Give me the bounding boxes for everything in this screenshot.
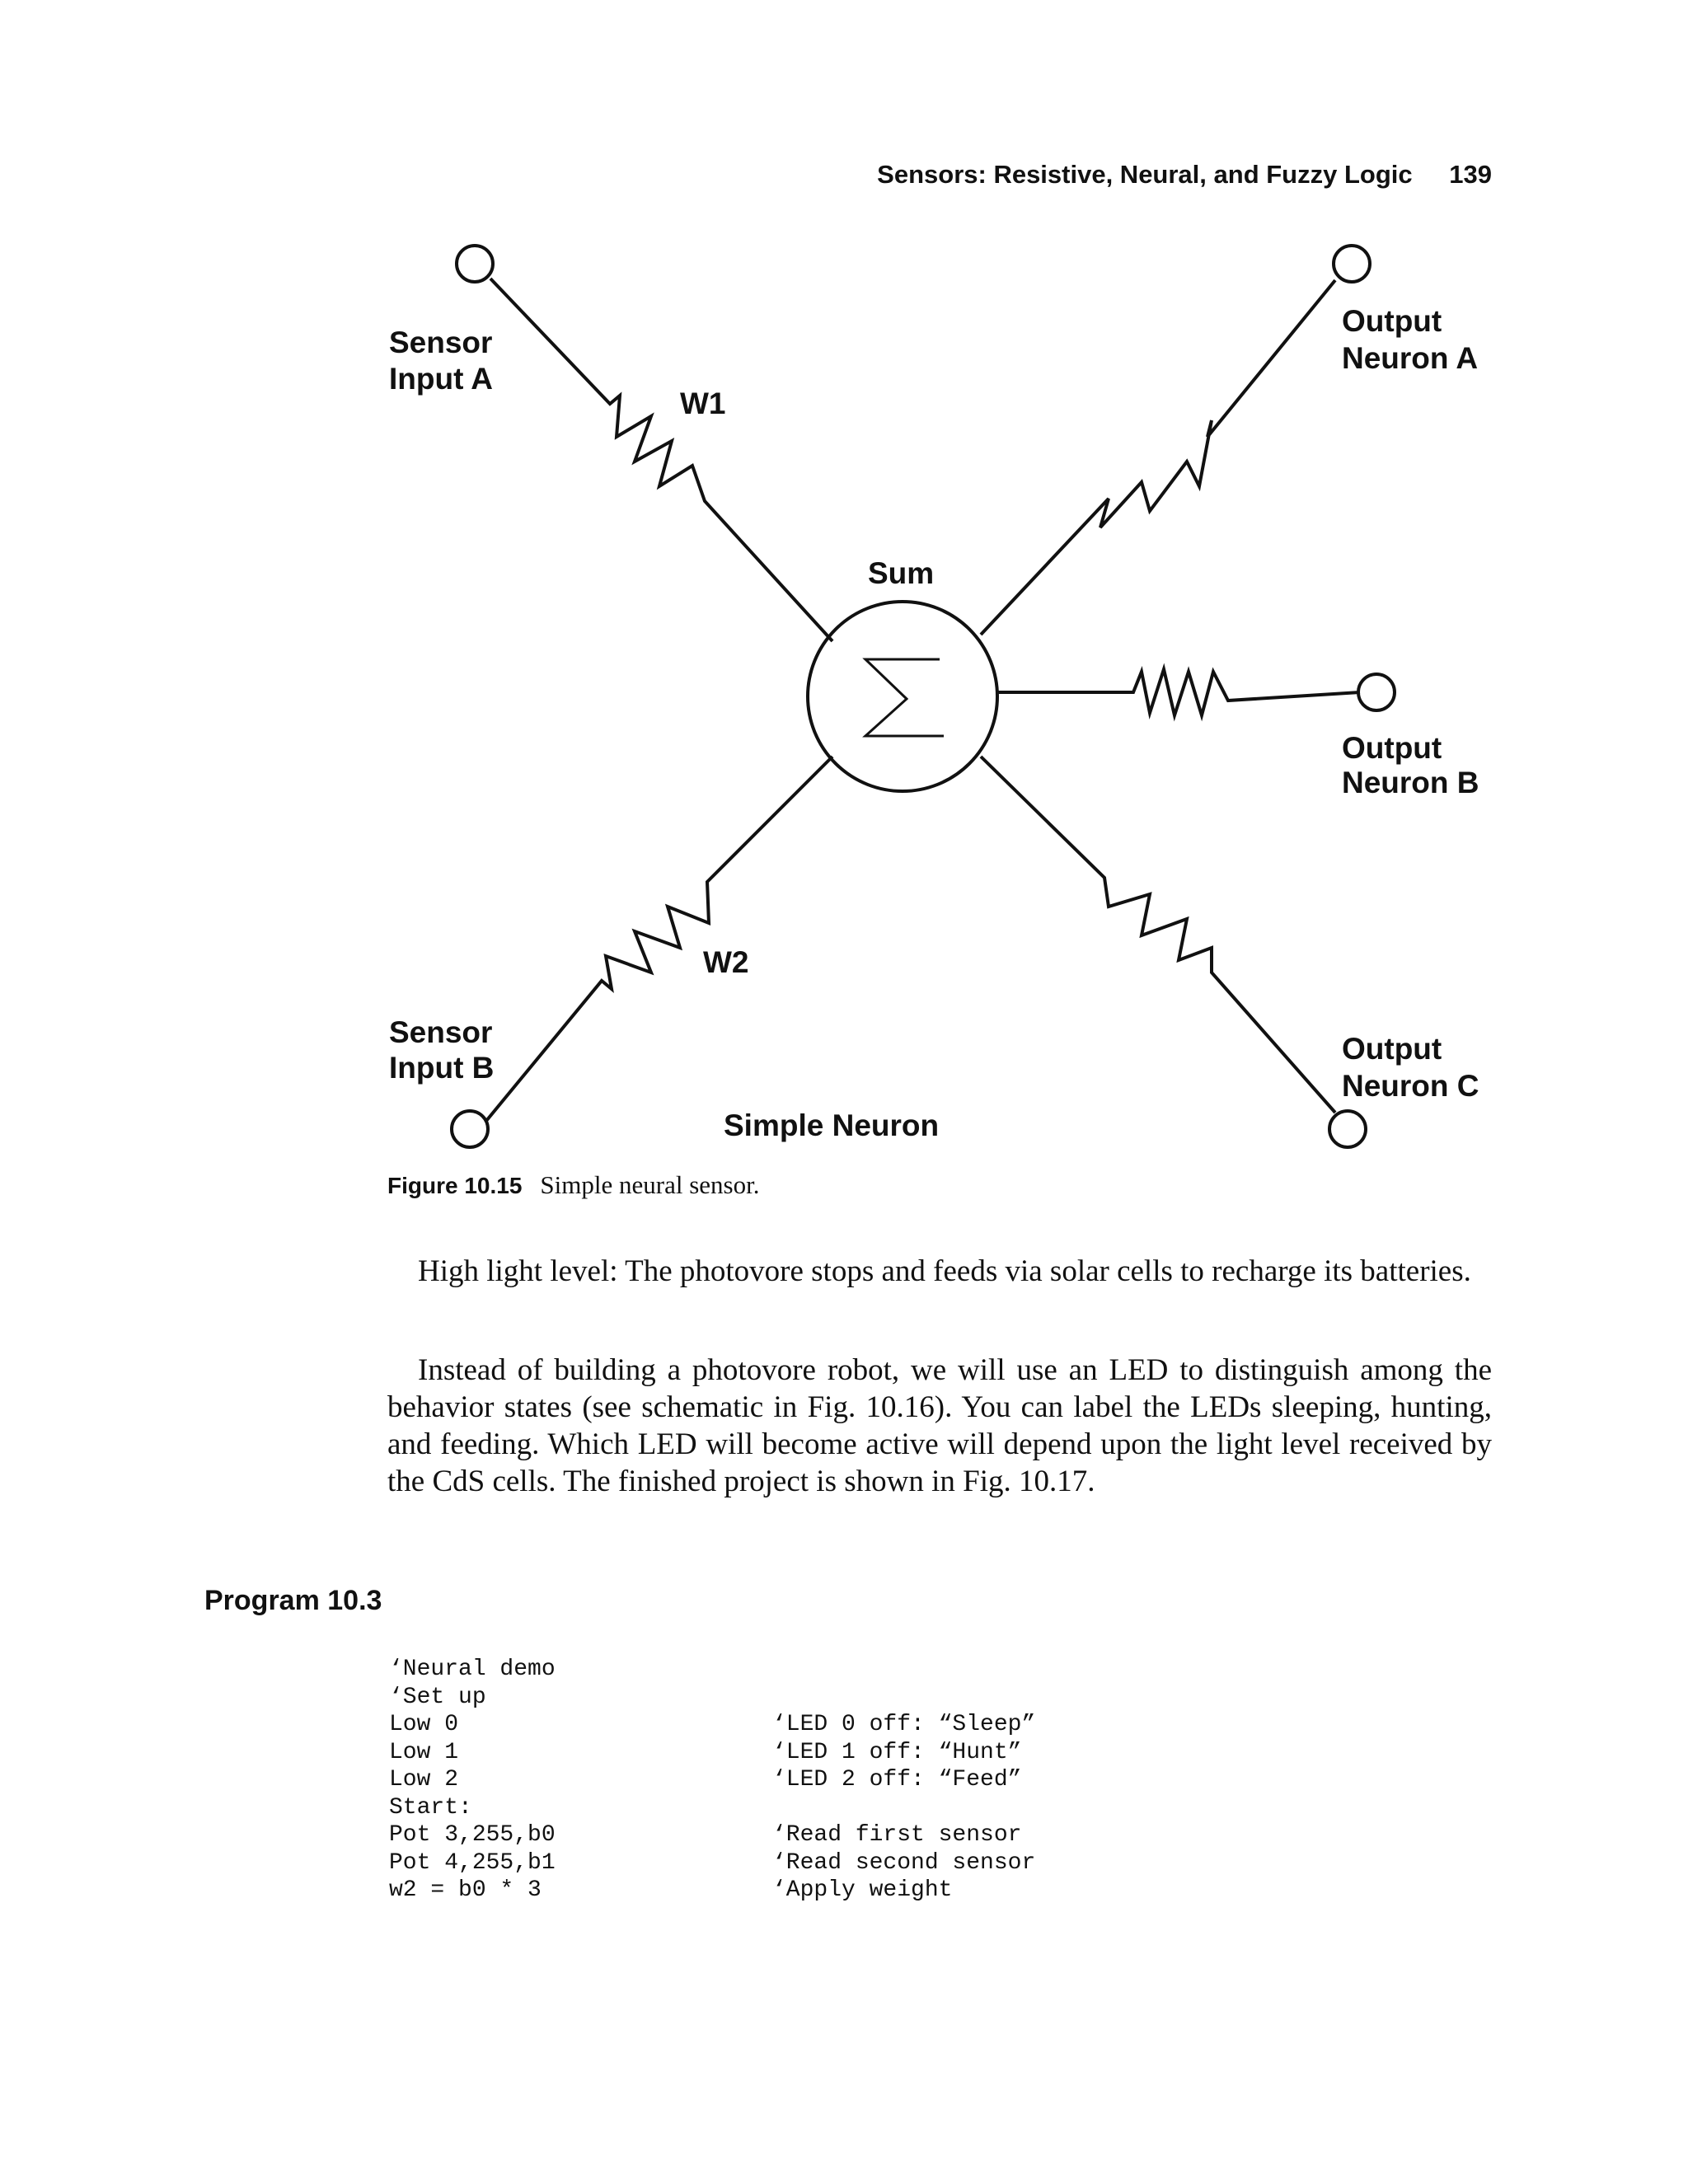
output-c-terminal <box>1328 1109 1367 1149</box>
w2-resistor <box>485 755 834 1122</box>
code-text: Pot 4,255,b1 <box>389 1849 556 1876</box>
sensor-b-terminal <box>450 1109 490 1149</box>
program-label: Program 10.3 <box>204 1585 382 1616</box>
output-b-terminal <box>1357 673 1396 712</box>
code-line: Pot 3,255,b0 ‘Read first sensor <box>389 1822 1021 1850</box>
simple-neuron-figure: Sensor Input A W1 Sum Output Neuron A Ou… <box>389 244 1479 1149</box>
code-text: ‘Neural demo <box>389 1657 556 1682</box>
code-line: Low 1 ‘LED 1 off: “Hunt” <box>389 1739 1021 1768</box>
figure-title: Simple Neuron <box>724 1108 939 1142</box>
output-neuron-a-label: Output Neuron A <box>1342 304 1478 375</box>
neuron-diagram: Sensor Input A W1 Sum Output Neuron A Ou… <box>389 244 1479 1149</box>
output-neuron-c-label: Output Neuron C <box>1342 1032 1479 1103</box>
code-line: Start: <box>389 1795 556 1823</box>
code-comment: ‘LED 2 off: “Feed” <box>772 1767 1022 1793</box>
sensor-input-a-label: Sensor Input A <box>389 326 501 396</box>
paragraph: High light level: The photovore stops an… <box>418 1254 1471 1288</box>
w1-resistor <box>489 277 834 643</box>
code-line: ‘Set up <box>389 1685 556 1713</box>
sum-circle <box>806 600 999 793</box>
code-text: Pot 3,255,b0 <box>389 1822 556 1848</box>
running-header-title: Sensors: Resistive, Neural, and Fuzzy Lo… <box>877 160 1413 189</box>
sensor-input-b-label: Sensor Input B <box>389 1015 501 1085</box>
sum-label: Sum <box>868 556 934 590</box>
output-b-resistor <box>997 663 1361 722</box>
code-line: w2 = b0 * 3 ‘Apply weight <box>389 1877 952 1905</box>
code-comment: ‘Apply weight <box>772 1877 953 1903</box>
code-comment: ‘LED 1 off: “Hunt” <box>772 1739 1022 1765</box>
code-text: ‘Set up <box>389 1684 486 1710</box>
figure-caption-text: Simple neural sensor. <box>540 1170 760 1199</box>
code-listing: ‘Neural demo ‘Set up Low 0 ‘LED 0 off: “S… <box>389 1657 1035 1905</box>
code-text: Low 0 <box>389 1712 459 1737</box>
output-a-terminal <box>1332 244 1372 284</box>
code-text: Start: <box>389 1794 472 1821</box>
code-comment: ‘Read second sensor <box>772 1849 1036 1876</box>
code-comment: ‘Read first sensor <box>772 1822 1022 1848</box>
output-neuron-b-label: Output Neuron B <box>1342 731 1479 799</box>
code-comment: ‘LED 0 off: “Sleep” <box>772 1712 1036 1737</box>
output-a-resistor <box>979 279 1337 636</box>
w2-label: W2 <box>703 945 749 979</box>
code-text: Low 1 <box>389 1739 459 1765</box>
sigma-symbol <box>862 658 944 738</box>
output-c-resistor <box>979 755 1337 1114</box>
sensor-a-terminal <box>455 244 495 284</box>
code-line: ‘Neural demo <box>389 1657 556 1685</box>
figure-number: Figure 10.15 <box>387 1173 523 1198</box>
paragraph: Instead of building a photovore robot, w… <box>387 1353 1492 1498</box>
running-header: Sensors: Resistive, Neural, and Fuzzy Lo… <box>877 160 1492 190</box>
code-line: Pot 4,255,b1 ‘Read second sensor <box>389 1849 1035 1878</box>
figure-caption: Figure 10.15 Simple neural sensor. <box>387 1170 759 1200</box>
code-text: Low 2 <box>389 1767 459 1793</box>
page-number: 139 <box>1449 160 1492 189</box>
code-line: Low 0 ‘LED 0 off: “Sleep” <box>389 1712 1035 1740</box>
w1-label: W1 <box>680 387 726 420</box>
code-line: Low 2 ‘LED 2 off: “Feed” <box>389 1767 1021 1795</box>
code-text: w2 = b0 * 3 <box>389 1877 542 1903</box>
